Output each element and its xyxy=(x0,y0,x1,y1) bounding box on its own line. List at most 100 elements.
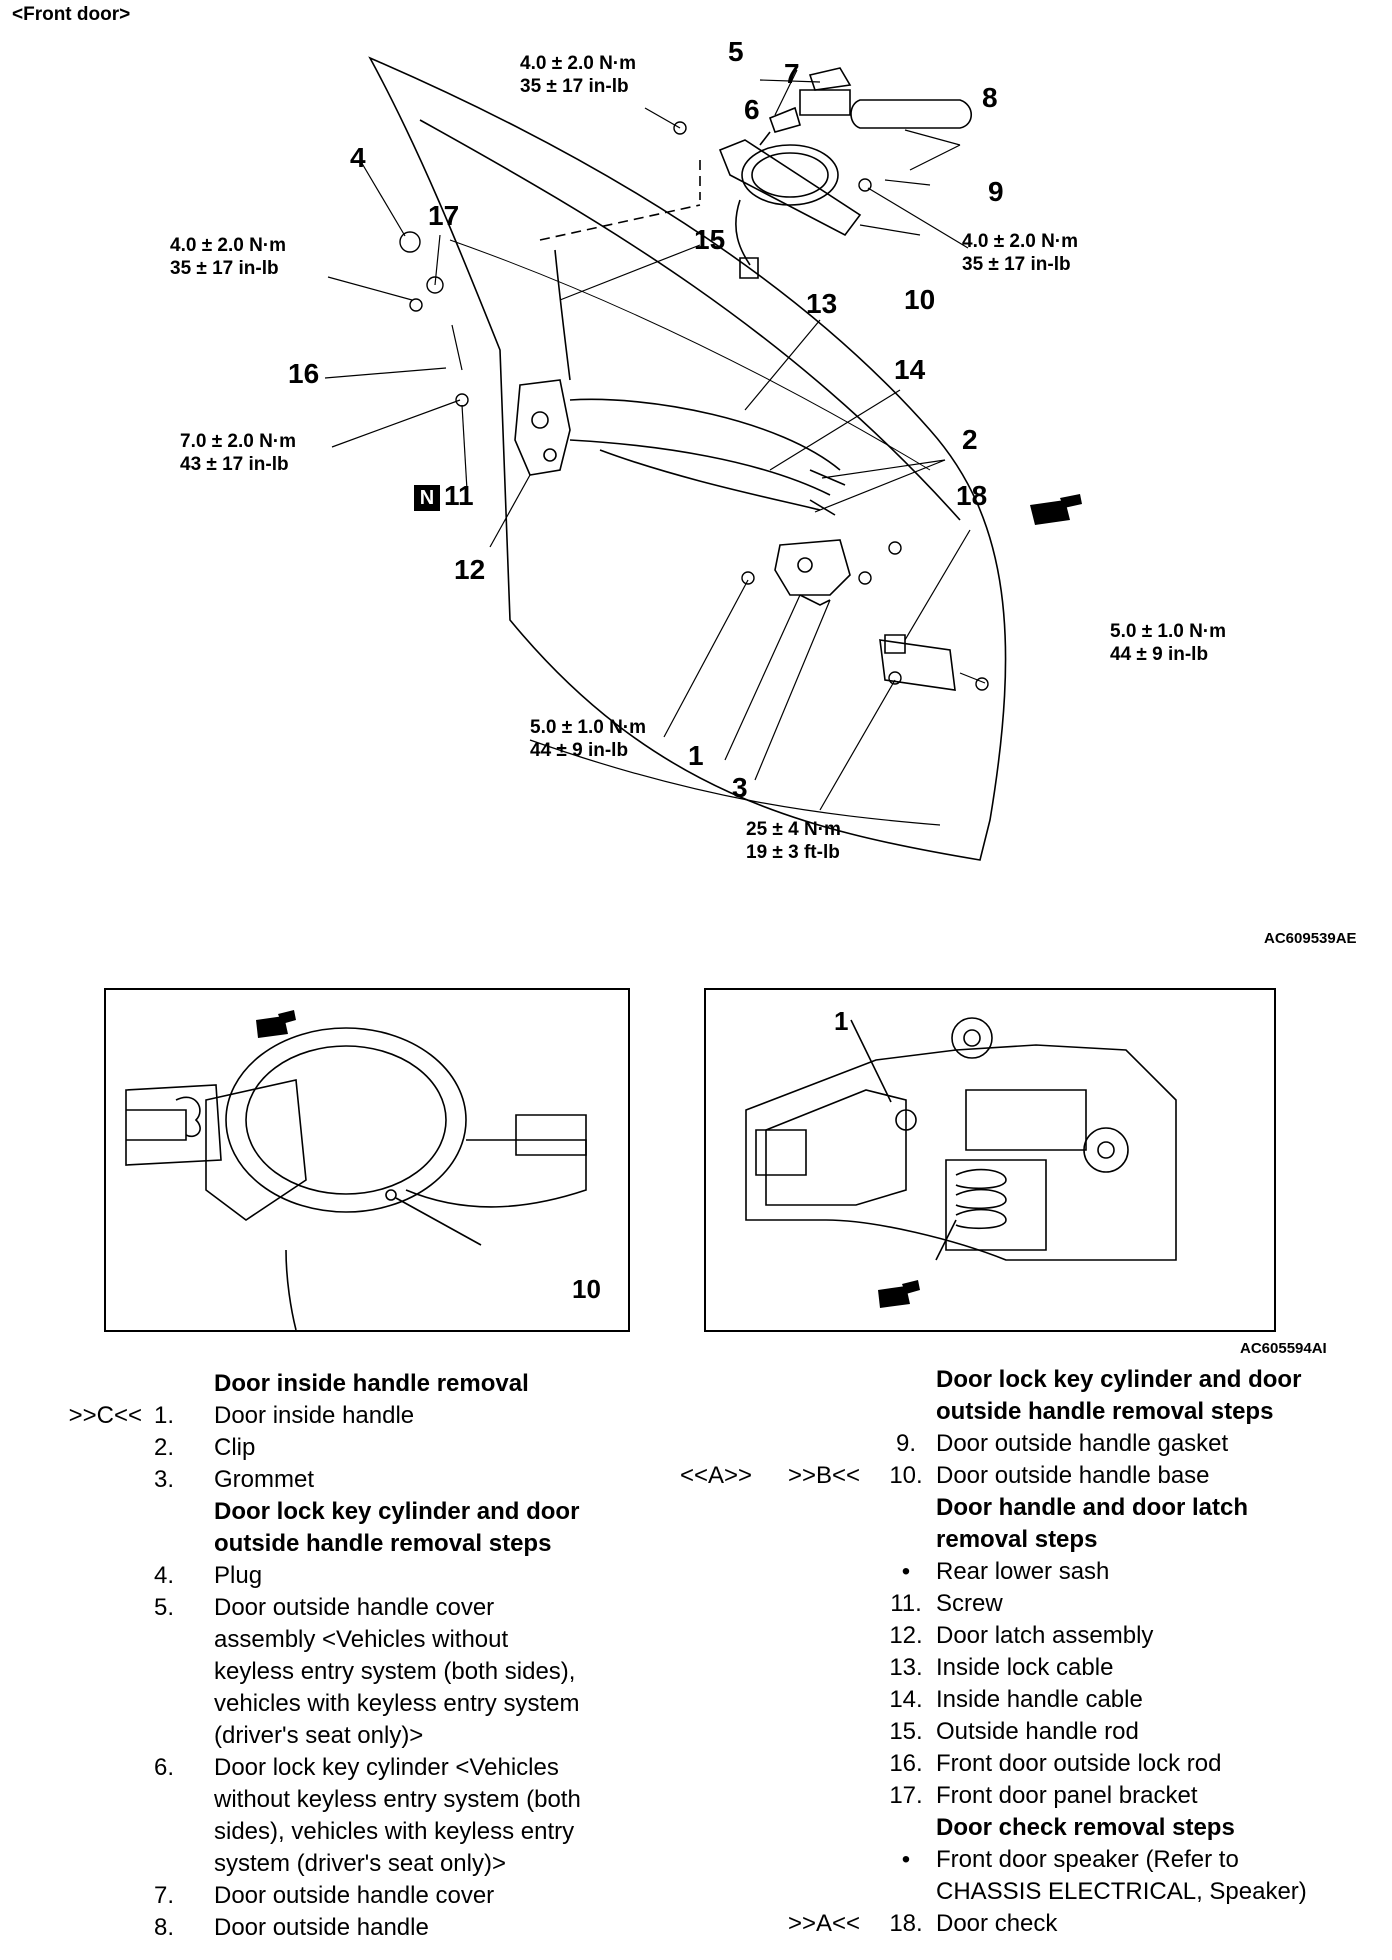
step-marker xyxy=(40,1656,154,1688)
step-marker: >>C<< xyxy=(68,1402,142,1429)
callout-5: 5 xyxy=(728,36,744,67)
item-text: Door outside handle cover xyxy=(214,1594,495,1621)
legend-row: sides), vehicles with keyless entry xyxy=(40,1816,680,1848)
door-latch xyxy=(515,380,570,475)
step-marker xyxy=(40,1752,154,1784)
step-marker xyxy=(40,1624,154,1656)
item-number xyxy=(154,1720,214,1752)
item-number xyxy=(154,1656,214,1688)
inset-inside-handle: 1 xyxy=(704,988,1276,1332)
item-number xyxy=(876,1396,936,1428)
legend-row: outside handle removal steps xyxy=(40,1528,680,1560)
step-marker xyxy=(660,1652,772,1684)
inset-callout-10: 10 xyxy=(572,1274,601,1304)
callout-2: 2 xyxy=(962,424,978,455)
step-marker xyxy=(660,1780,772,1812)
callout-17: 17 xyxy=(428,200,460,231)
callout-16: 16 xyxy=(288,358,320,389)
item-number xyxy=(154,1688,214,1720)
legend-row: without keyless entry system (both xyxy=(40,1784,680,1816)
step-marker xyxy=(772,1684,876,1716)
step-marker xyxy=(40,1528,154,1560)
step-marker xyxy=(772,1748,876,1780)
legend-row: keyless entry system (both sides), xyxy=(40,1656,680,1688)
step-marker xyxy=(772,1876,876,1908)
step-marker xyxy=(772,1396,876,1428)
inset-figure-code: AC605594AI xyxy=(1240,1340,1327,1357)
step-marker xyxy=(772,1364,876,1396)
step-marker xyxy=(772,1588,876,1620)
item-number: 6. xyxy=(154,1754,175,1781)
legend-row: Door lock key cylinder and door xyxy=(40,1496,680,1528)
legend-row: 6. Door lock key cylinder <Vehicles xyxy=(40,1752,680,1784)
step-marker xyxy=(660,1716,772,1748)
item-text: Door check removal steps xyxy=(936,1814,1235,1841)
step-marker xyxy=(40,1816,154,1848)
item-number xyxy=(154,1624,214,1656)
item-number: 4. xyxy=(154,1562,175,1589)
callout-10: 10 xyxy=(904,284,936,315)
item-text: Front door panel bracket xyxy=(936,1782,1198,1809)
item-text: sides), vehicles with keyless entry xyxy=(214,1818,575,1845)
step-marker xyxy=(660,1908,772,1940)
step-marker xyxy=(40,1880,154,1912)
step-marker xyxy=(40,1688,154,1720)
callout-9: 9 xyxy=(988,176,1004,207)
legend-row: 5.Door outside handle cover xyxy=(40,1592,680,1624)
step-marker xyxy=(660,1588,772,1620)
legend-row: removal steps xyxy=(660,1524,1380,1556)
callout-13: 13 xyxy=(806,288,838,319)
callout-7: 7 xyxy=(784,58,800,89)
item-text: Door latch assembly xyxy=(936,1622,1154,1649)
legend-row: 15.Outside handle rod xyxy=(660,1716,1380,1748)
step-marker xyxy=(772,1492,876,1524)
step-marker xyxy=(40,1496,154,1528)
item-text: Door lock key cylinder <Vehicles xyxy=(214,1754,559,1781)
legend-row: >>C<<1.Door inside handle xyxy=(40,1400,680,1432)
step-marker xyxy=(660,1364,772,1396)
item-number: • xyxy=(901,1846,911,1873)
item-number: 18. xyxy=(889,1910,923,1937)
item-number: 14. xyxy=(889,1686,923,1713)
item-text: Door outside handle base xyxy=(936,1462,1210,1489)
legend-row: assembly <Vehicles without xyxy=(40,1624,680,1656)
page-title: <Front door> xyxy=(12,4,131,25)
inside-handle-detail xyxy=(706,990,1274,1308)
legend-row: 8.Door outside handle xyxy=(40,1912,680,1944)
step-marker: <<A>> xyxy=(679,1462,753,1489)
grease-icon xyxy=(878,1280,920,1308)
callout-3: 3 xyxy=(732,772,748,803)
item-number xyxy=(154,1528,214,1560)
legend-row: 7.Door outside handle cover xyxy=(40,1880,680,1912)
item-text: Clip xyxy=(214,1434,256,1461)
callout-15: 15 xyxy=(694,224,726,255)
item-text: (driver's seat only)> xyxy=(214,1722,424,1749)
legend-row: 3.Grommet xyxy=(40,1464,680,1496)
item-text: Plug xyxy=(214,1562,263,1589)
step-marker xyxy=(40,1720,154,1752)
item-text: Door handle and door latch xyxy=(936,1494,1249,1521)
grease-icon xyxy=(1030,494,1082,525)
grease-icon xyxy=(256,1010,296,1038)
item-text: Inside handle cable xyxy=(936,1686,1143,1713)
item-number: 11. xyxy=(890,1590,922,1617)
step-marker xyxy=(660,1844,772,1876)
item-number xyxy=(876,1524,936,1556)
legend-row: >>A<<18.Door check xyxy=(660,1908,1380,1940)
item-number xyxy=(154,1816,214,1848)
door-panel-outline xyxy=(370,58,1006,860)
callout-6: 6 xyxy=(744,94,760,125)
item-text: Door outside handle gasket xyxy=(936,1430,1229,1457)
item-number: 15. xyxy=(889,1718,923,1745)
step-marker xyxy=(660,1556,772,1588)
item-text: outside handle removal steps xyxy=(936,1398,1274,1425)
legend-row: 4. Plug xyxy=(40,1560,680,1592)
step-marker xyxy=(660,1812,772,1844)
legend-row: •Front door speaker (Refer to xyxy=(660,1844,1380,1876)
item-number xyxy=(876,1876,936,1908)
callout-8: 8 xyxy=(982,82,998,113)
door-check xyxy=(880,640,955,690)
step-marker xyxy=(660,1428,772,1460)
